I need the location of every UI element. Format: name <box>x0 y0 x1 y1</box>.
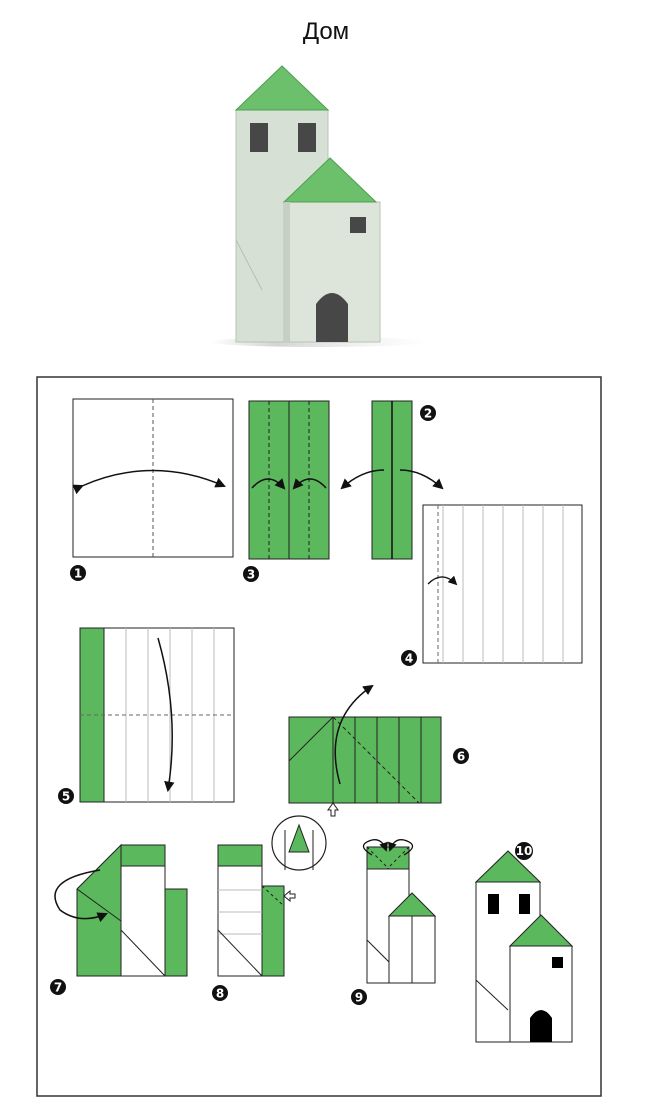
svg-text:2: 2 <box>424 407 432 421</box>
arrow-fold-icon <box>72 469 226 495</box>
svg-text:8: 8 <box>216 987 224 1001</box>
step-9 <box>362 839 437 984</box>
svg-text:7: 7 <box>54 981 62 995</box>
arrow-fold-icon <box>334 684 374 785</box>
zoom-detail-icon <box>271 815 327 871</box>
step-number-5: 5 <box>58 788 74 804</box>
arrow-fold-icon <box>427 575 458 586</box>
svg-text:4: 4 <box>405 652 413 666</box>
svg-text:10: 10 <box>516 844 533 858</box>
photo-window-left <box>250 123 268 152</box>
step-2 <box>340 400 444 560</box>
step-4 <box>422 504 583 664</box>
svg-text:3: 3 <box>247 568 255 582</box>
step-5 <box>79 627 235 803</box>
step-number-6: 6 <box>453 748 469 764</box>
window-right <box>519 894 530 914</box>
arrow-fold-icon <box>399 469 444 490</box>
step-number-4: 4 <box>401 650 417 666</box>
arrow-fold-icon <box>292 478 327 490</box>
step-6 <box>288 684 442 817</box>
step-number-3: 3 <box>243 566 259 582</box>
step-3 <box>248 400 330 560</box>
arrow-turn-over-icon <box>54 869 108 923</box>
svg-text:6: 6 <box>457 750 465 764</box>
window-left <box>488 894 499 914</box>
step-7 <box>54 843 188 977</box>
step-number-1: 1 <box>70 565 86 581</box>
svg-text:9: 9 <box>355 991 363 1005</box>
photo-window-small <box>350 217 366 233</box>
window-small <box>552 957 563 968</box>
arrow-turn-over-icon <box>362 839 389 856</box>
diagram-frame <box>36 376 602 1097</box>
arrow-fold-icon <box>340 469 385 490</box>
push-arrow-icon <box>283 889 296 903</box>
step-number-9: 9 <box>351 989 367 1005</box>
step-number-2: 2 <box>420 405 436 421</box>
photo-window-right <box>298 123 316 152</box>
step-8 <box>217 844 296 977</box>
step-number-8: 8 <box>212 985 228 1001</box>
push-arrow-icon <box>327 802 339 817</box>
arrow-turn-over-icon <box>387 839 414 856</box>
door <box>530 1010 552 1042</box>
step-number-7: 7 <box>50 979 66 995</box>
step-1 <box>72 398 234 558</box>
arrow-fold-icon <box>157 637 175 793</box>
step-number-10: 10 <box>515 842 533 860</box>
finished-house-photo <box>210 65 430 347</box>
photo-door <box>316 293 348 342</box>
step-10 <box>474 850 574 1043</box>
page-title: Дом <box>302 18 350 45</box>
svg-text:5: 5 <box>62 790 70 804</box>
svg-text:1: 1 <box>74 567 82 581</box>
arrow-fold-icon <box>251 478 286 490</box>
